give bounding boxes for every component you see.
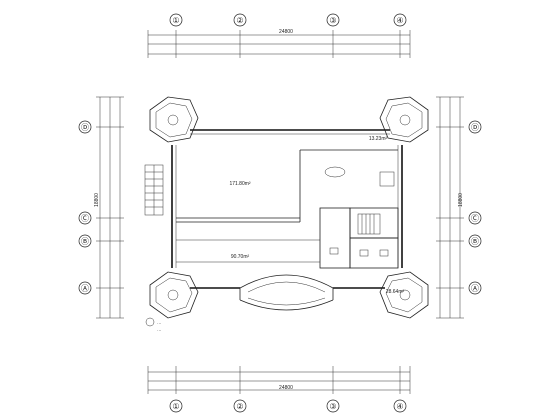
- axis-bubble-d-right: Ⓓ: [471, 123, 479, 132]
- corner-tower-top-right: [379, 96, 429, 143]
- exterior-walls: [171, 129, 403, 289]
- footnote-line-2: …: [157, 327, 162, 332]
- axis-bubble-3-top: ③: [329, 16, 336, 25]
- axis-bubble-b-right: Ⓑ: [471, 237, 479, 246]
- axis-bubble-a-left: Ⓐ: [81, 284, 89, 293]
- main-entrance: [239, 274, 334, 311]
- axis-bubble-2-top: ②: [236, 16, 243, 25]
- axis-bubble-2-bottom: ②: [236, 402, 243, 411]
- room-labels: 171.80m² 90.70m² 13.23m² 28.64m²: [229, 136, 404, 295]
- bottom-dimension-chain: 24800: [147, 366, 411, 394]
- upper-right-area-label: 13.23m²: [369, 136, 388, 142]
- axis-bubble-1-top: ①: [172, 16, 179, 25]
- axis-bubble-a-right: Ⓐ: [471, 284, 479, 293]
- bottom-total-dimension: 24800: [279, 385, 293, 391]
- corner-tower-bottom-left: [149, 271, 199, 319]
- left-total-dimension: 18800: [94, 193, 100, 207]
- bottom-axis-bubbles: ① ② ③ ④: [169, 399, 407, 413]
- axis-bubble-4-bottom: ④: [396, 402, 403, 411]
- drawing-footnote: … …: [145, 317, 162, 332]
- top-total-dimension: 24800: [279, 29, 293, 35]
- axis-bubble-4-top: ④: [396, 16, 403, 25]
- axis-bubble-d-left: Ⓓ: [81, 123, 89, 132]
- top-dimension-chain: 24800: [147, 29, 411, 58]
- right-axis-bubbles: Ⓓ Ⓒ Ⓑ Ⓐ: [468, 120, 482, 295]
- lower-right-area-label: 28.64m²: [386, 289, 405, 295]
- axis-bubble-3-bottom: ③: [329, 402, 336, 411]
- right-dimension-chain: 18800: [436, 96, 464, 319]
- hall-area-label: 171.80m²: [229, 181, 250, 187]
- left-dimension-chain: 18800: [94, 96, 124, 319]
- axis-bubble-b-left: Ⓑ: [81, 237, 89, 246]
- axis-bubble-c-left: Ⓒ: [81, 214, 89, 223]
- right-total-dimension: 18800: [458, 193, 464, 207]
- corner-tower-top-left: [149, 96, 199, 143]
- axis-bubble-c-right: Ⓒ: [471, 214, 479, 223]
- mid-area-label: 90.70m²: [231, 254, 250, 260]
- corner-tower-bottom-right: [379, 271, 429, 319]
- top-axis-bubbles: ① ② ③ ④: [169, 13, 407, 27]
- left-axis-bubbles: Ⓓ Ⓒ Ⓑ Ⓐ: [78, 120, 92, 295]
- interior-partitions: [144, 149, 399, 269]
- footnote-line-1: …: [157, 320, 162, 325]
- axis-bubble-1-bottom: ①: [172, 402, 179, 411]
